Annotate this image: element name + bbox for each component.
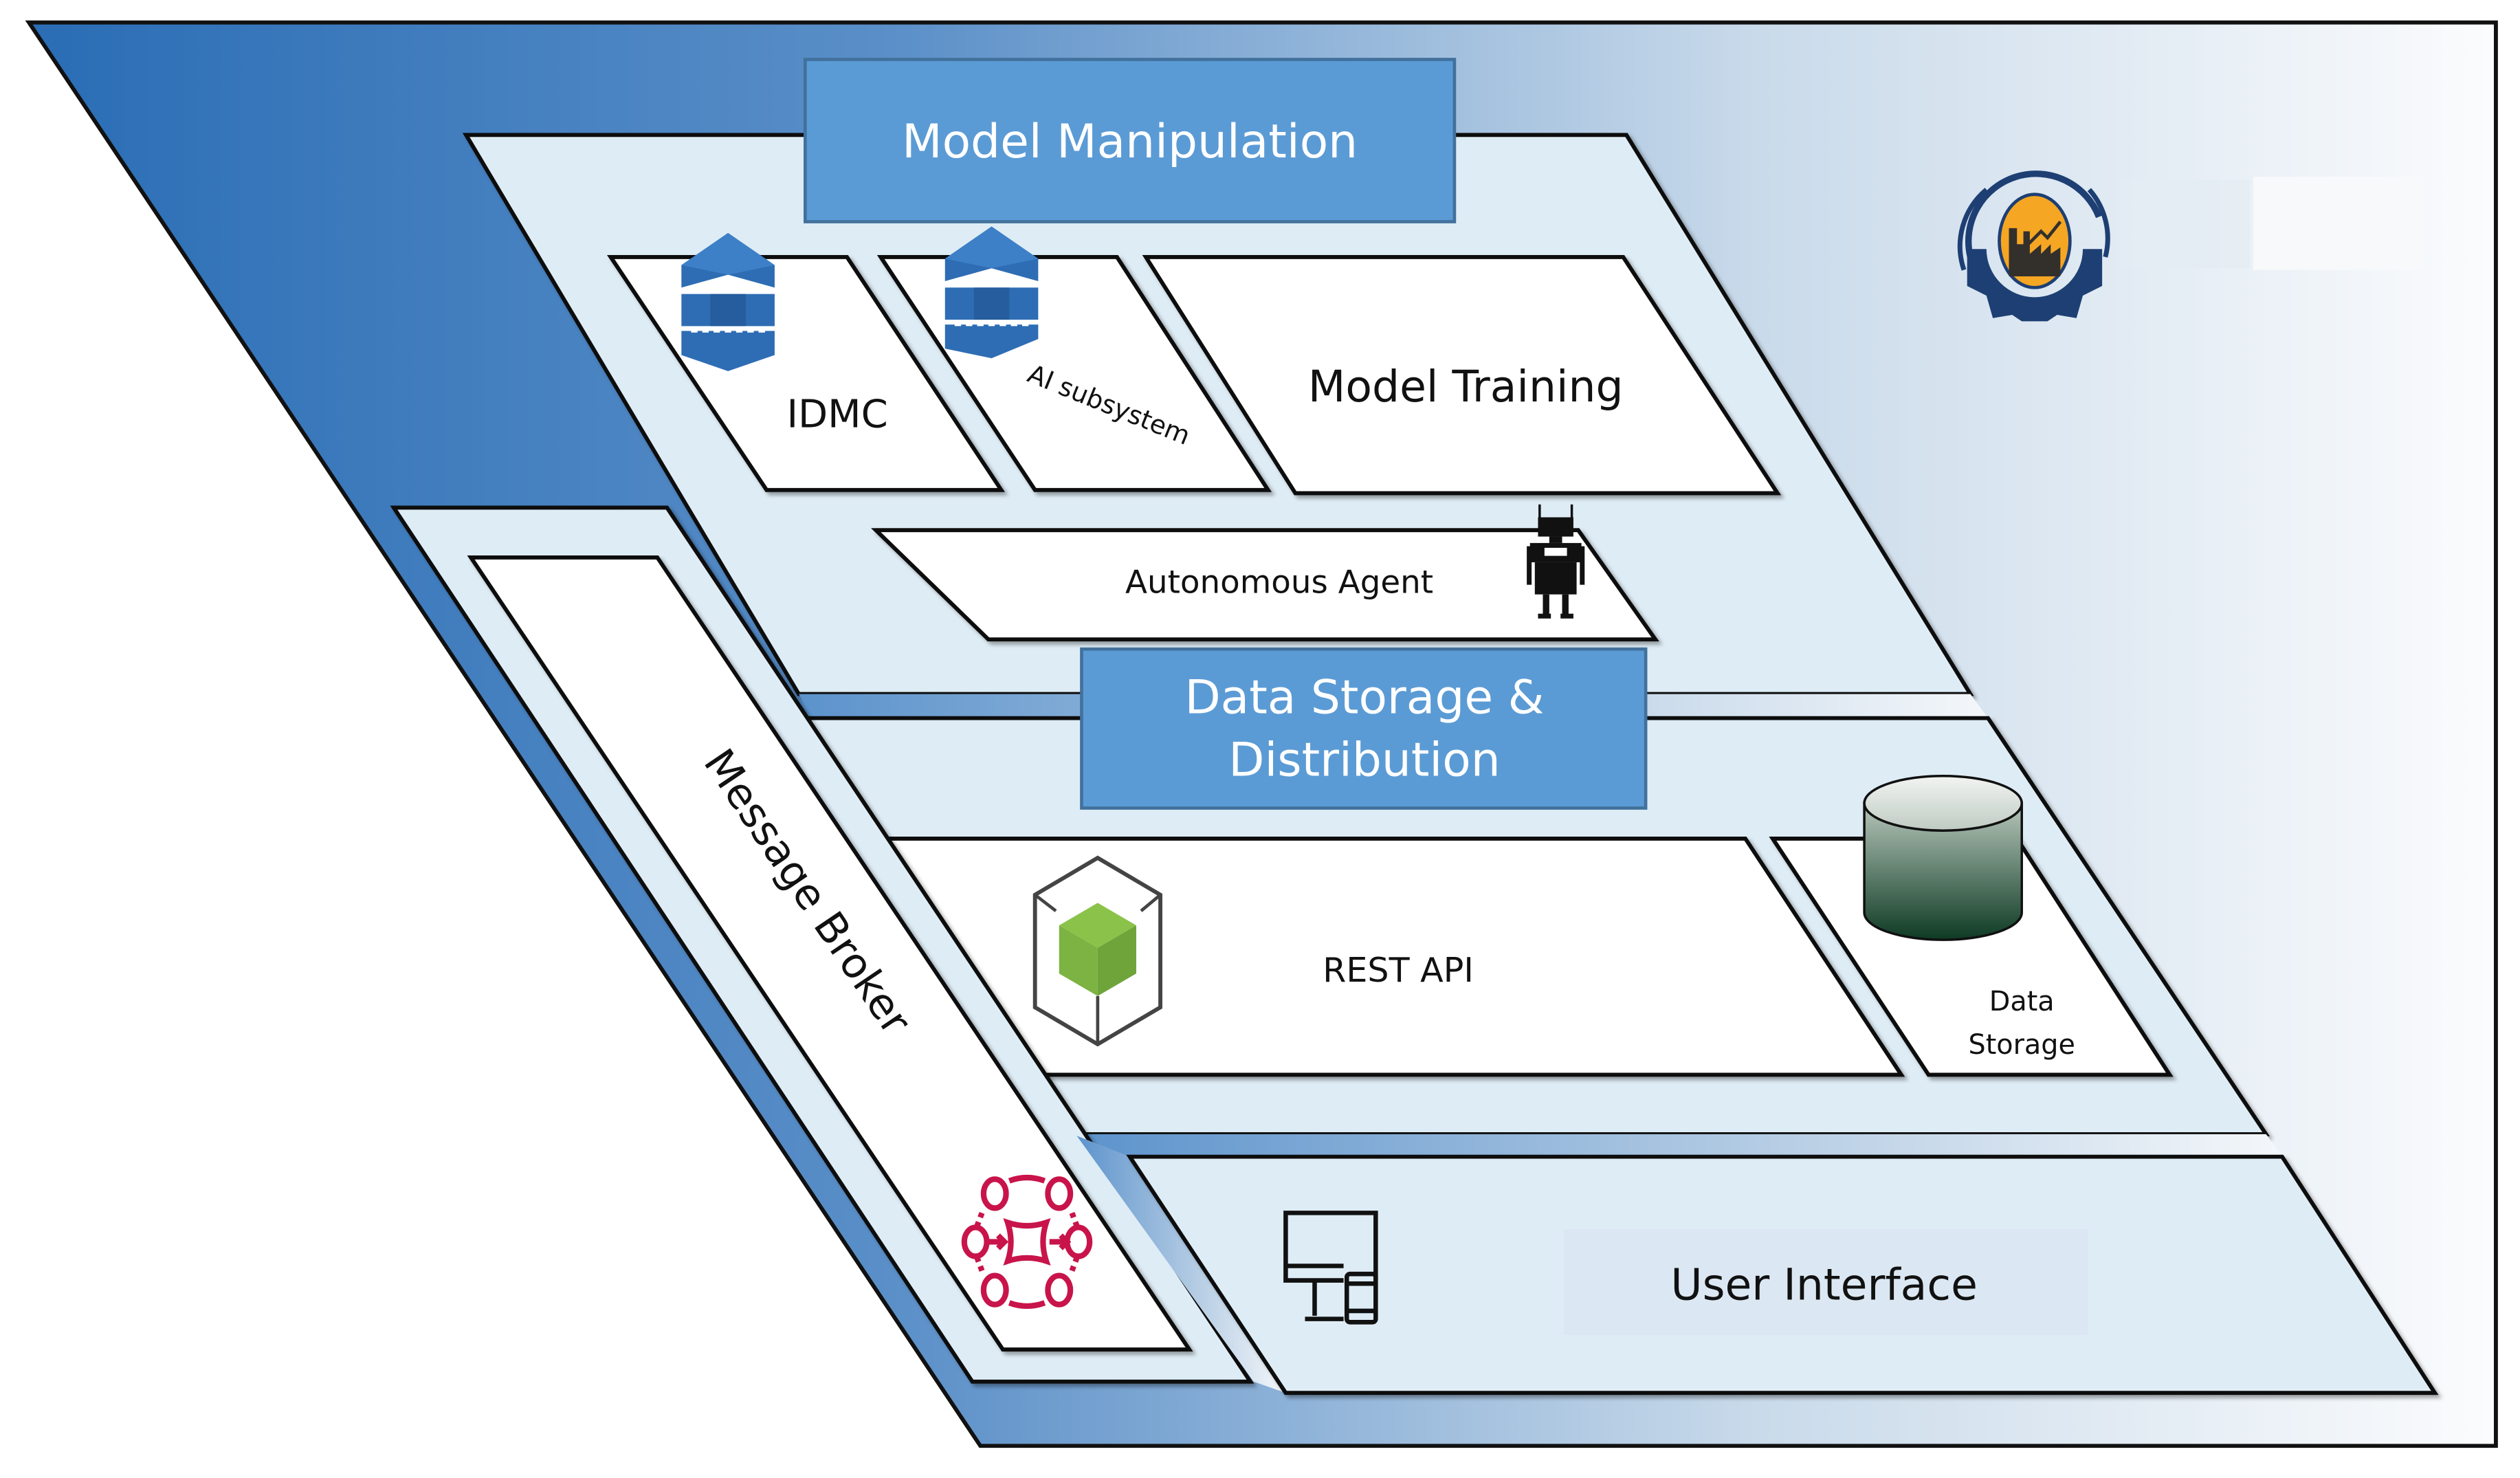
data-storage-title-line1: Data Storage & [1184, 670, 1544, 725]
idmc-label: IDMC [786, 393, 887, 437]
message-broker-inner [467, 555, 1193, 1352]
data-storage-header: Data Storage & Distribution [1080, 647, 1648, 810]
logo-text-placeholder [2253, 177, 2424, 270]
user-interface-label: User Interface [1670, 1259, 1978, 1310]
event-hub-icon [961, 1174, 1093, 1310]
user-interface-label-bg [1563, 1228, 2088, 1336]
autonomous-agent-label: Autonomous Agent [1125, 564, 1433, 601]
user-interface-outer [1076, 1136, 1286, 1393]
database-cylinder-icon [1863, 774, 2023, 941]
robot-icon [1527, 504, 1585, 619]
rest-api-component[interactable]: REST API [875, 836, 1905, 1077]
stacked-blocks-icon [944, 226, 1039, 359]
data-storage-layer: REST API Data Storage Data Storage & Dis… [791, 647, 2270, 1136]
autonomous-agent-box [871, 528, 1659, 642]
logo-text-placeholder [2121, 179, 2251, 269]
message-broker-layer[interactable]: Message Broker [390, 505, 1255, 1384]
data-storage-title-line2: Distribution [1228, 733, 1500, 787]
autonomous-agent-component[interactable]: Autonomous Agent [871, 528, 1659, 642]
desktop-mobile-icon [1283, 1211, 1378, 1325]
model-training-component[interactable]: Model Training [1142, 254, 1782, 496]
model-manipulation-title: Model Manipulation [902, 114, 1358, 168]
model-training-label: Model Training [1308, 361, 1624, 412]
user-interface-layer[interactable]: User Interface [1076, 1136, 2439, 1396]
model-manipulation-header: Model Manipulation [804, 58, 1457, 223]
model-manipulation-layer: IDMC AI subsystem Model Training Autonom… [462, 58, 1974, 696]
layer-separator-strip [1073, 1134, 2282, 1157]
model-training-box [1142, 254, 1782, 496]
data-storage-label-line1: Data [1989, 986, 2055, 1017]
rest-api-label: REST API [1323, 950, 1474, 990]
stacked-blocks-icon [681, 232, 775, 371]
data-storage-label-line2: Storage [1968, 1029, 2075, 1061]
gear-factory-logo [1957, 170, 2110, 322]
cube-icon [1032, 855, 1162, 1047]
